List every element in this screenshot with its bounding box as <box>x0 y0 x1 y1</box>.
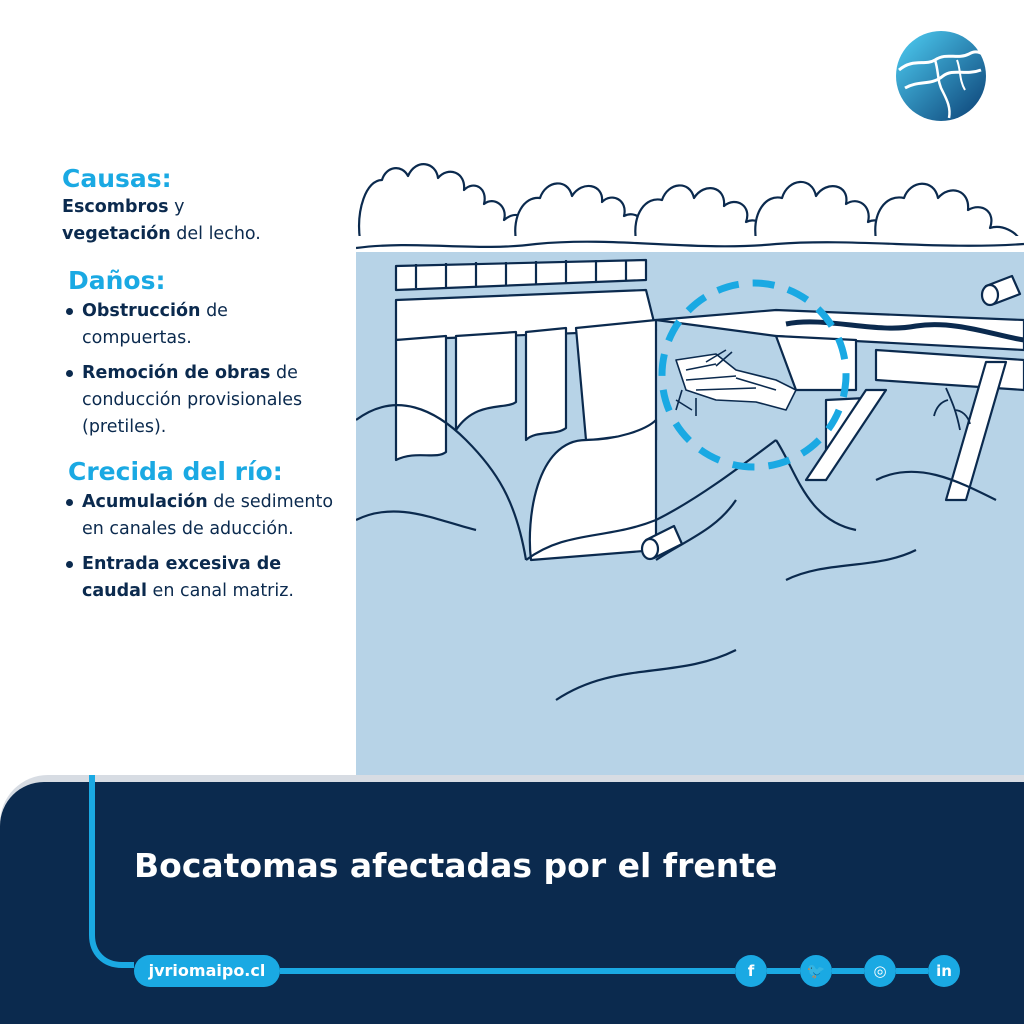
tree-line <box>356 163 1024 252</box>
facebook-icon[interactable]: f <box>735 955 767 987</box>
floating-log-2 <box>980 274 1022 307</box>
bullet-icon <box>66 308 73 315</box>
twitter-icon[interactable]: 🐦 <box>800 955 832 987</box>
floating-log <box>640 524 684 561</box>
causas-title: Causas: <box>62 164 172 193</box>
crecida-title: Crecida del río: <box>68 457 283 486</box>
causas-line-1: Escombros y <box>62 197 185 217</box>
danos-item-1: Obstrucción de compuertas. <box>62 298 282 352</box>
text-column: Causas: Escombros y vegetación del lecho… <box>62 164 352 605</box>
bullet-icon <box>66 499 73 506</box>
debris-pile <box>675 349 797 416</box>
crecida-item-2: Entrada excesiva de caudal en canal matr… <box>62 551 344 605</box>
website-link[interactable]: jvriomaipo.cl <box>134 955 280 987</box>
danos-item-2: Remoción de obras de conducción provisio… <box>62 360 320 441</box>
linkedin-icon[interactable]: in <box>928 955 960 987</box>
debris-highlight-circle <box>658 279 850 471</box>
danos-title: Daños: <box>68 266 166 295</box>
globe-logo-icon <box>896 31 987 121</box>
river-intake-illustration <box>356 163 1024 780</box>
crecida-item-1: Acumulación de sedimento en canales de a… <box>62 489 352 543</box>
causas-line-2: vegetación del lecho. <box>62 224 261 244</box>
bullet-icon <box>66 561 73 568</box>
bullet-icon <box>66 370 73 377</box>
decorative-line <box>89 775 928 974</box>
banner-title: Bocatomas afectadas por el frente <box>134 846 778 885</box>
instagram-icon[interactable]: ◎ <box>864 955 896 987</box>
